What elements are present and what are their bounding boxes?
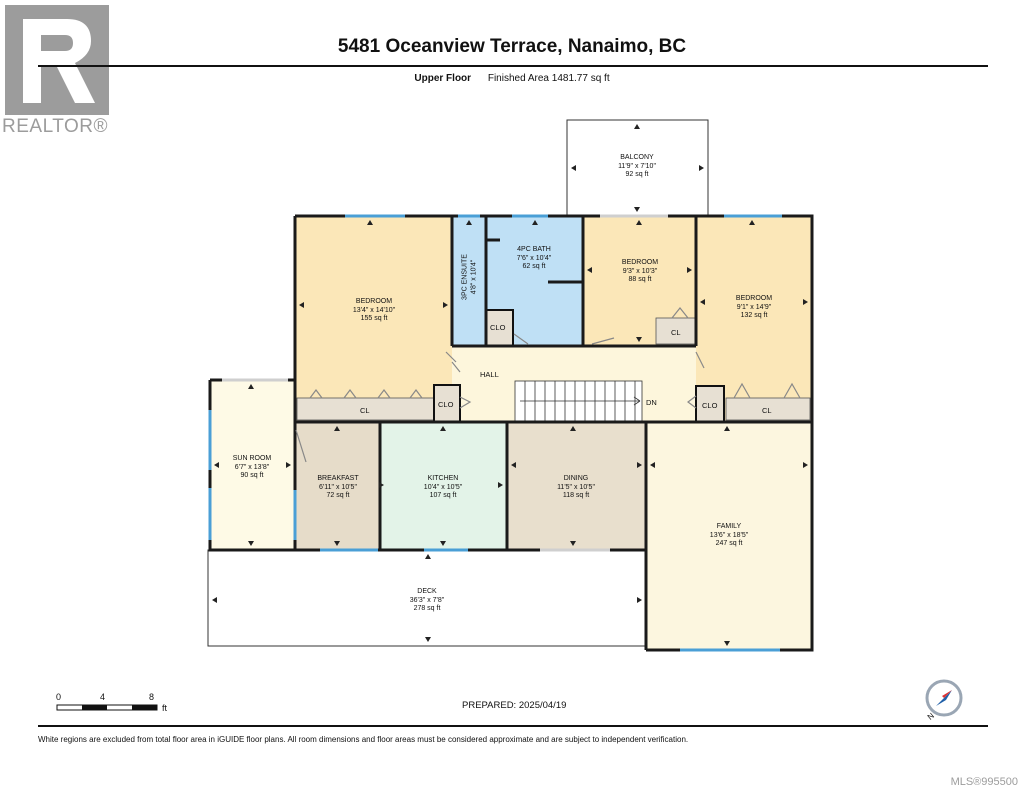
title-divider xyxy=(38,65,988,67)
balcony-area xyxy=(566,119,709,217)
scale-tick-0: 0 xyxy=(56,692,62,702)
realtor-logo-text: REALTOR® xyxy=(2,116,108,137)
closet-label-bedroom3: CL xyxy=(762,406,772,415)
clo-label-hall-right: CLO xyxy=(702,401,718,410)
closet-bedroom2 xyxy=(655,317,697,345)
kitchen-fill xyxy=(380,422,507,550)
prepared-date: PREPARED: 2025/04/19 xyxy=(462,700,567,711)
floor-name: Upper Floor xyxy=(414,73,472,84)
scale-tick-4: 4 xyxy=(100,692,106,702)
disclaimer-text: White regions are excluded from total fl… xyxy=(38,735,689,744)
breakfast-fill xyxy=(295,422,380,550)
page-title: 5481 Oceanview Terrace, Nanaimo, BC xyxy=(337,36,687,57)
clo-label-hall-left: CLO xyxy=(438,400,454,409)
stairs xyxy=(514,380,643,422)
finished-area: Finished Area 1481.77 sq ft xyxy=(487,73,610,84)
footer-divider xyxy=(38,725,988,727)
mls-number: MLS®995500 xyxy=(950,776,1018,788)
closet-label-bedroom1: CL xyxy=(360,406,370,415)
clo-label-bath: CLO xyxy=(490,323,506,332)
scale-unit: ft xyxy=(162,703,168,713)
doors-and-openings xyxy=(222,214,801,552)
scale-bar: 0 4 8 ft xyxy=(56,692,186,716)
family-fill xyxy=(646,422,812,650)
ensuite-fill xyxy=(452,216,486,346)
stairs-down-label: DN xyxy=(646,398,657,407)
bedroom1-fill xyxy=(295,216,452,422)
closet-bedroom3 xyxy=(725,397,811,421)
closet-clo-c xyxy=(695,385,725,423)
dimension-arrows xyxy=(212,124,808,646)
sunroom-fill xyxy=(210,380,295,550)
closet-clo-a xyxy=(433,384,461,423)
windows xyxy=(208,214,782,652)
scale-bar-graphic xyxy=(56,704,158,711)
deck-area xyxy=(207,549,647,647)
closet-label-bedroom2: CL xyxy=(671,328,681,337)
floor-info: Upper Floor Finished Area 1481.77 sq ft xyxy=(0,73,1024,84)
scale-tick-8: 8 xyxy=(149,692,155,702)
realtor-logo-icon xyxy=(5,5,109,115)
compass-icon: N xyxy=(922,678,966,722)
hall-label: HALL xyxy=(480,370,499,379)
dining-fill xyxy=(507,422,646,550)
